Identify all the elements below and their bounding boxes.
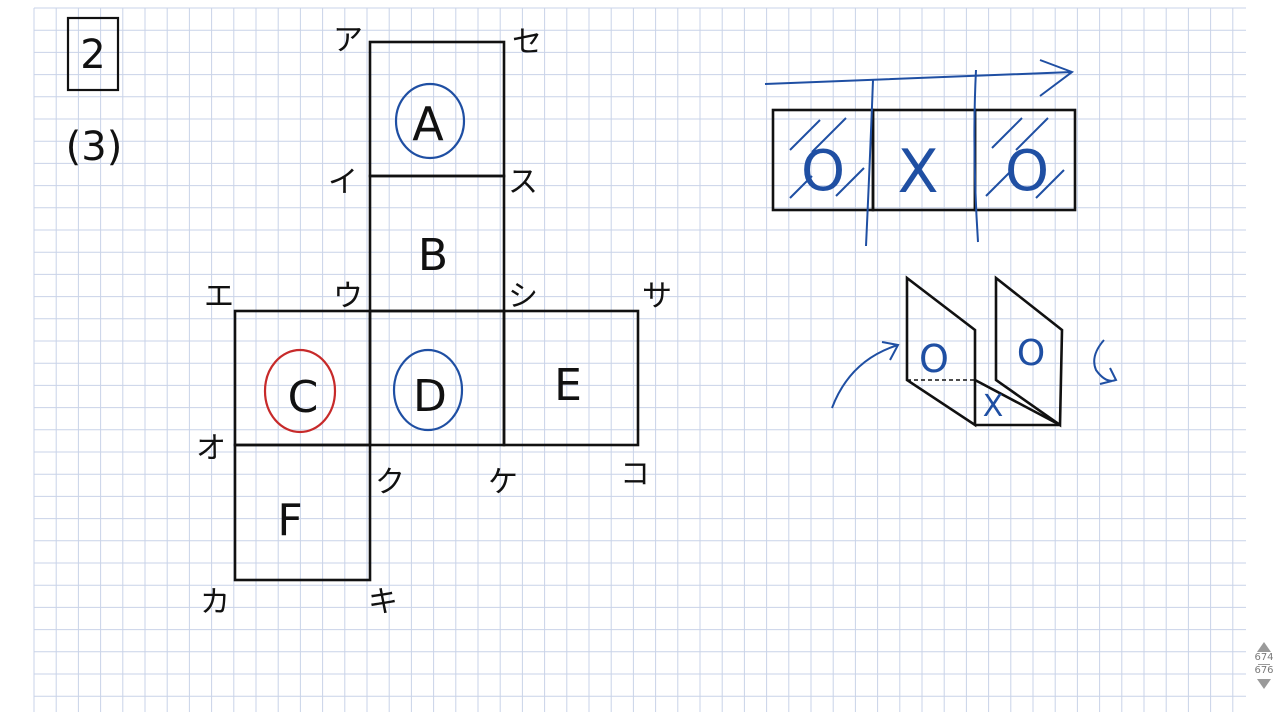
folded-diagram: [905, 275, 1064, 428]
vertex-label-a: ア: [333, 23, 363, 58]
page-scroller[interactable]: 674 676: [1248, 636, 1280, 716]
strip-diagram: O X O: [764, 59, 1077, 247]
fold-arrow-right: [1093, 339, 1118, 385]
strip-cell-3-mark: O: [1005, 139, 1049, 204]
scroll-up-icon[interactable]: [1257, 642, 1271, 652]
folded-mark-left: O: [919, 337, 949, 381]
problem-number: 2: [80, 32, 105, 78]
strip-cell-2-mark: X: [897, 137, 938, 207]
face-c-label: C: [288, 372, 319, 423]
hatch-line: [1035, 169, 1065, 199]
hatch-line: [985, 171, 1011, 197]
divider-stroke-2: [973, 69, 979, 243]
folded-mark-right: O: [1017, 333, 1045, 374]
vertex-label-ki: キ: [368, 585, 398, 620]
page-separator: [1258, 664, 1270, 665]
face-d-circle: [392, 348, 464, 432]
total-pages: 676: [1254, 665, 1274, 676]
vertex-label-sa: サ: [642, 279, 672, 314]
fold-arrow-left: [831, 341, 900, 409]
vertex-label-u: ウ: [333, 279, 363, 314]
vertex-label-o: オ: [196, 431, 226, 466]
roll-arrow: [764, 59, 1075, 97]
vertex-label-se: セ: [512, 25, 542, 60]
strip-cell-1-mark: O: [801, 139, 845, 204]
cube-net: [233, 40, 640, 582]
face-c-circle: [263, 348, 337, 434]
face-a-label: A: [412, 97, 444, 151]
face-b-label: B: [418, 230, 448, 281]
vertex-label-e: エ: [204, 279, 234, 314]
hatch-line: [991, 117, 1023, 149]
vertex-label-su: ス: [508, 165, 538, 200]
vertex-label-ko: コ: [620, 457, 650, 492]
folded-base-edge: [974, 378, 1061, 427]
hatch-line: [1015, 117, 1049, 151]
scroll-down-icon[interactable]: [1257, 679, 1271, 689]
current-page: 674: [1254, 652, 1274, 663]
problem-number-box: [66, 16, 120, 92]
problem-part: (3): [66, 124, 123, 170]
grid-paper: [33, 7, 1246, 712]
face-a-circle: [394, 82, 466, 160]
hatch-line: [789, 119, 821, 151]
face-e-label: E: [554, 360, 582, 411]
vertex-label-ka: カ: [200, 585, 230, 620]
hatch-line: [789, 175, 813, 199]
face-f-label: F: [277, 495, 302, 546]
face-d-label: D: [413, 371, 447, 422]
divider-stroke-1: [865, 79, 874, 247]
vertex-label-shi: シ: [508, 279, 538, 314]
hatch-line: [811, 117, 847, 153]
vertex-label-i: イ: [328, 165, 358, 200]
hatch-line: [835, 167, 865, 197]
vertex-label-ku: ク: [375, 465, 405, 500]
vertex-label-ke: ケ: [488, 465, 518, 500]
folded-mark-base: X: [983, 389, 1004, 424]
